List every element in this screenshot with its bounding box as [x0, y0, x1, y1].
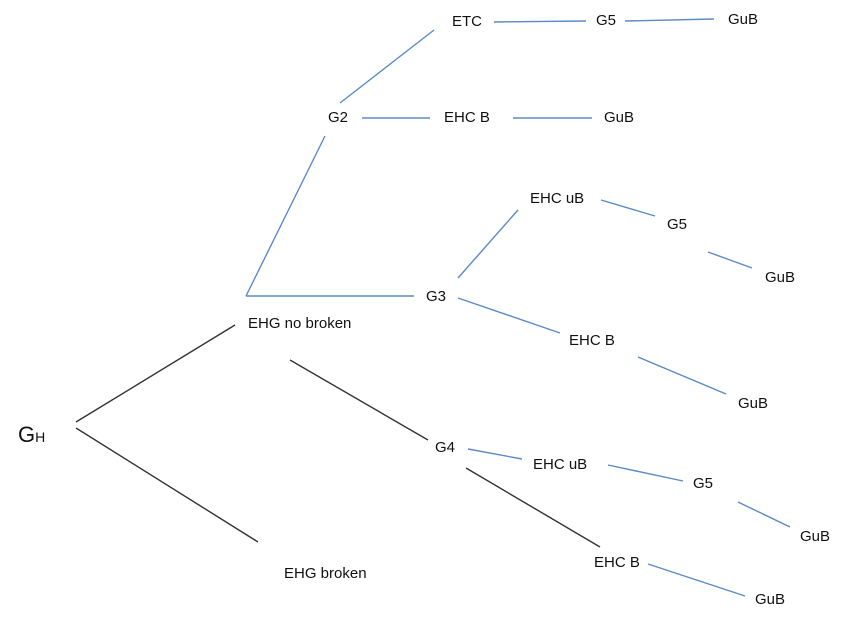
node-g5-top: G5: [596, 12, 617, 29]
node-ehc-ub-g3: EHC uB: [530, 190, 585, 207]
node-ehg-no-broken: EHG no broken: [248, 315, 352, 332]
node-ehc-ub-g4: EHC uB: [533, 456, 588, 473]
node-g5-g4: G5: [693, 475, 714, 492]
edge-g5-to-gub-g4: [737, 501, 791, 528]
node-ehc-b-g3: EHC B: [569, 332, 615, 349]
node-gub-g3-b: GuB: [738, 395, 769, 412]
node-g2: G2: [328, 109, 349, 126]
edge-g5-to-gub: [624, 18, 715, 22]
root-subscript-text: H: [35, 429, 46, 445]
node-gub-g4-ub: GuB: [800, 528, 831, 545]
edge-ehc-ub-to-g5-g4: [607, 464, 684, 482]
node-g5-g3: G5: [667, 216, 688, 233]
node-etc: ETC: [452, 13, 482, 30]
root-main-text: G: [18, 422, 36, 447]
edge-ehc-b-to-gub-g3: [637, 356, 727, 395]
edge-root-to-ehg-broken: [75, 427, 259, 543]
edge-ehg-to-g2: [245, 135, 326, 297]
edge-g5-to-gub-g3: [707, 251, 753, 269]
edge-ehc-b-to-gub-g4: [647, 563, 746, 597]
node-ehc-b-g4: EHC B: [594, 554, 640, 571]
node-g3: G3: [426, 288, 447, 305]
node-gub-g2: GuB: [604, 109, 635, 126]
node-gub-g4-b: GuB: [755, 591, 786, 608]
edge-root-to-ehg-no-broken: [75, 324, 236, 423]
node-gub-g3-ub: GuB: [765, 269, 796, 286]
node-g4: G4: [435, 439, 456, 456]
edge-g2-to-etc: [339, 29, 435, 104]
edge-g4-to-ehc-ub: [467, 448, 523, 460]
edge-g3-to-ehc-b: [457, 297, 561, 334]
edge-g4-to-ehc-b: [465, 467, 601, 548]
edge-g3-to-ehc-ub: [457, 209, 519, 279]
node-gub-top: GuB: [728, 11, 759, 28]
edge-ehc-ub-to-g5: [600, 199, 656, 217]
node-ehg-broken: EHG broken: [284, 565, 367, 582]
root-node-label: GH: [18, 424, 45, 446]
node-ehc-b-g2: EHC B: [444, 109, 490, 126]
edge-etc-to-g5: [493, 20, 587, 23]
edge-ehg-to-g4: [289, 359, 429, 441]
